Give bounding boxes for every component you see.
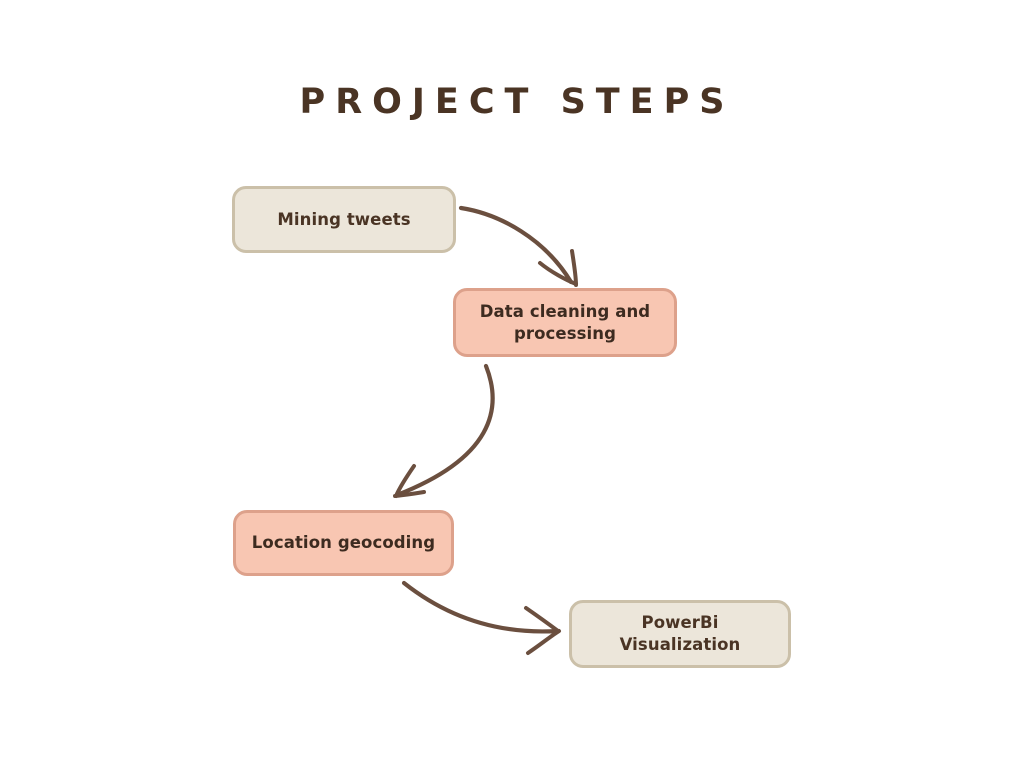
arrow-mining-to-cleaning <box>458 205 578 287</box>
step-label-mining-tweets: Mining tweets <box>277 209 411 229</box>
step-label-powerbi-visualization: PowerBi Visualization <box>619 613 741 654</box>
arrow-geocoding-to-powerbi <box>401 580 561 655</box>
arrow-cleaning-to-geocoding <box>393 363 495 498</box>
step-label-location-geocoding: Location geocoding <box>251 533 436 553</box>
step-box-data-cleaning[interactable]: Data cleaning and processing <box>453 288 677 357</box>
page-title: PROJECT STEPS <box>299 82 735 122</box>
step-box-powerbi-visualization[interactable]: PowerBi Visualization <box>569 600 791 668</box>
step-box-mining-tweets[interactable]: Mining tweets <box>232 186 456 253</box>
step-label-data-cleaning: Data cleaning and processing <box>479 301 651 343</box>
step-box-location-geocoding[interactable]: Location geocoding <box>233 510 454 576</box>
